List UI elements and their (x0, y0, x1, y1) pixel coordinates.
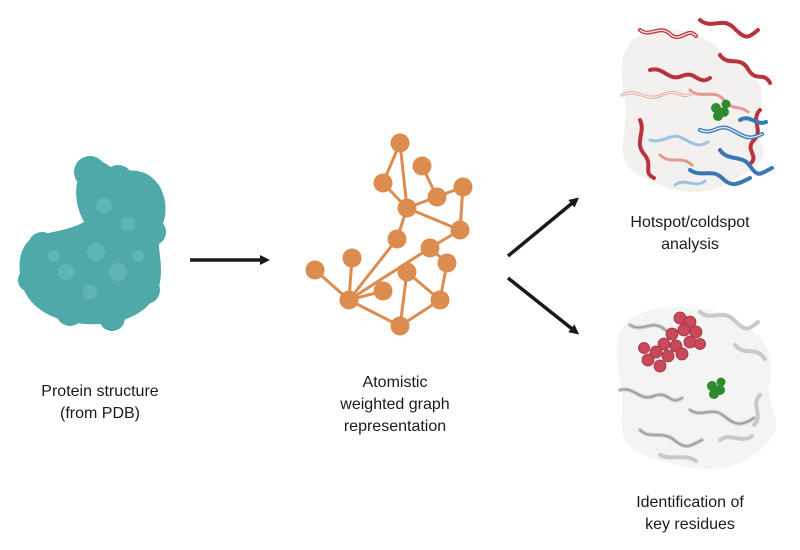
graph-label-line3: representation (343, 418, 447, 435)
weighted-graph-icon (305, 133, 473, 336)
key-residues-label-line1: Identification of (636, 494, 744, 511)
hotspot-label-line1: Hotspot/coldspot (630, 214, 750, 231)
graph-representation-label: Atomistic weighted graph representation (300, 372, 490, 438)
hotspot-analysis-label: Hotspot/coldspot analysis (600, 212, 780, 256)
key-residues-label-line2: key residues (645, 516, 735, 533)
arrow-to-hotspot (506, 197, 580, 258)
arrow-to-key-residues (506, 276, 580, 335)
hotspot-coloured-protein-ribbon (620, 18, 774, 193)
protein-label-line1: Protein structure (41, 383, 159, 400)
graph-label-line1: Atomistic (362, 374, 428, 391)
graph-label-line2: weighted graph (340, 396, 450, 413)
key-residues-label: Identification of key residues (600, 492, 780, 536)
hotspot-label-line2: analysis (661, 236, 719, 253)
key-residue-protein-ribbon (616, 306, 777, 469)
protein-structure-label: Protein structure (from PDB) (10, 381, 190, 425)
protein-blob-icon (18, 156, 166, 331)
protein-label-line2: (from PDB) (60, 405, 140, 422)
